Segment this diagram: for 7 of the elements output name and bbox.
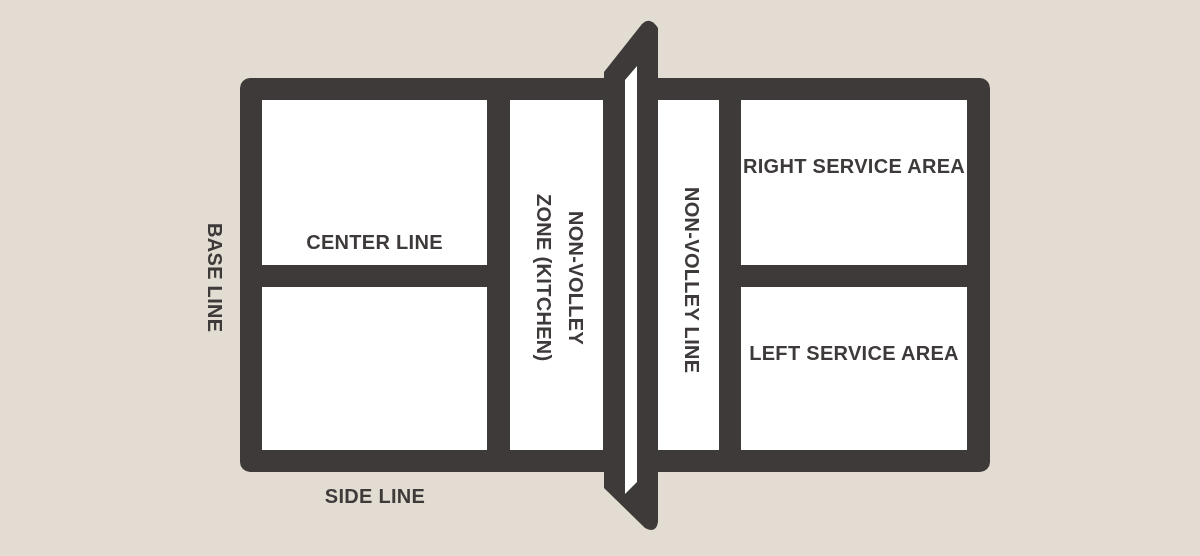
line-label: NON-VOLLEY LINE — [680, 185, 704, 376]
line-label: BASE LINE — [203, 222, 227, 335]
line-label: SIDE LINE — [323, 484, 427, 509]
area-label: LEFT SERVICE AREA — [748, 341, 960, 366]
line-label: CENTER LINE — [305, 230, 444, 255]
area-label: RIGHT SERVICE AREA — [741, 154, 967, 179]
zone-label: NON-VOLLEY ZONE (KITCHEN) — [532, 193, 588, 364]
